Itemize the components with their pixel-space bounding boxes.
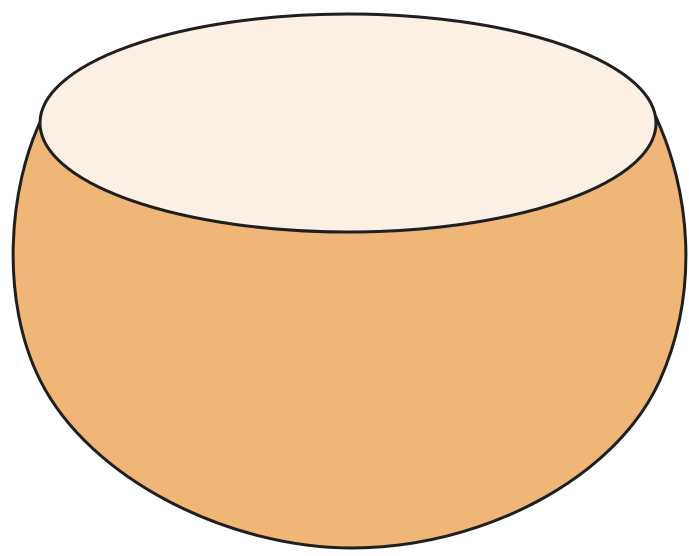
bowl-opening (40, 14, 656, 232)
